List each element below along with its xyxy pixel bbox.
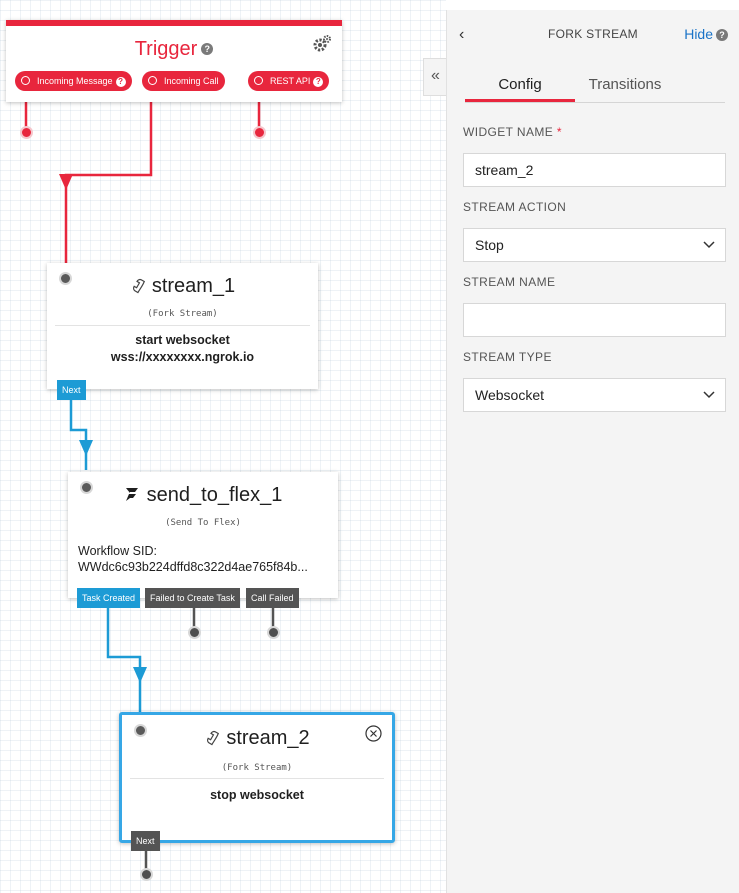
widget-name: send_to_flex_1 (146, 484, 283, 506)
help-icon[interactable]: ? (201, 43, 214, 55)
widget-name-label: WIDGET NAME * (463, 125, 562, 139)
help-icon[interactable]: ? (313, 77, 324, 87)
trigger-title-text: Trigger (134, 38, 198, 60)
chevron-down-icon (703, 241, 715, 249)
stream-type-select[interactable]: Websocket (463, 378, 726, 412)
required-mark: * (556, 125, 562, 139)
trigger-event-label: Incoming Call (164, 76, 219, 86)
wire-task-created[interactable] (106, 608, 142, 714)
collapse-panel-button[interactable]: « (423, 58, 447, 96)
selected-value: Websocket (475, 387, 544, 403)
panel-tabs: Config Transitions (465, 76, 725, 103)
widget-type: (Send To Flex) (165, 518, 241, 528)
trigger-event-label: Incoming Message (37, 76, 113, 86)
fork-stream-phone-icon (207, 730, 220, 746)
trigger-widget[interactable]: Trigger? Incoming Message? Incoming Call… (6, 20, 342, 102)
widget-body-line: stop websocket (210, 788, 304, 802)
divider (130, 778, 384, 779)
widget-name: stream_2 (226, 727, 310, 749)
transition-task-created[interactable]: Task Created (77, 588, 141, 608)
incoming-message-output-dot[interactable] (20, 126, 33, 139)
failed-to-create-task-output-dot[interactable] (188, 626, 201, 639)
stream-type-label: STREAM TYPE (463, 350, 552, 364)
widget-body-line: Workflow SID: (78, 544, 157, 558)
widget-title: stream_1 (47, 275, 318, 298)
widget-name: stream_1 (151, 275, 236, 297)
input-dot[interactable] (134, 724, 147, 737)
trigger-incoming-message[interactable]: Incoming Message? (15, 71, 132, 91)
rest-api-output-dot[interactable] (253, 126, 266, 139)
next-output-dot[interactable] (140, 868, 153, 881)
radio-ring-icon (148, 76, 157, 85)
transition-next[interactable]: Next (57, 380, 86, 400)
chevron-down-icon (703, 391, 715, 399)
widget-body-line: wss://xxxxxxxx.ngrok.io (110, 350, 255, 364)
wire-arrow-send-to-flex (79, 440, 93, 456)
settings-gear-icon[interactable] (312, 34, 332, 54)
widget-name-input[interactable]: stream_2 (463, 153, 726, 187)
help-icon[interactable]: ? (716, 29, 728, 41)
help-icon[interactable]: ? (115, 77, 126, 87)
transition-failed-to-create-task[interactable]: Failed to Create Task (145, 588, 240, 608)
wire-stream-1-next[interactable] (69, 400, 88, 470)
selected-value: Stop (475, 237, 504, 253)
fork-stream-phone-icon (132, 278, 145, 294)
stream-action-select[interactable]: Stop (463, 228, 726, 262)
input-dot[interactable] (59, 272, 72, 285)
widget-type: (Fork Stream) (147, 309, 218, 319)
panel-title: FORK STREAM (548, 27, 638, 41)
radio-ring-icon (254, 76, 263, 85)
transition-next[interactable]: Next (131, 831, 160, 851)
widget-stream-2[interactable]: stream_2 (Fork Stream) stop websocket (119, 712, 395, 843)
wire-incoming-call-to-stream-1[interactable] (64, 90, 153, 268)
hide-panel-link[interactable]: Hide? (684, 26, 728, 42)
widget-stream-1[interactable]: stream_1 (Fork Stream) start websocket w… (47, 263, 318, 389)
widget-body-line: WWdc6c93b224dffd8c322d4ae765f84b... (78, 560, 308, 574)
wire-arrow-stream-2 (133, 667, 147, 683)
widget-body-line: start websocket (135, 333, 230, 347)
input-dot[interactable] (80, 481, 93, 494)
stream-name-input[interactable] (463, 303, 726, 337)
radio-ring-icon (21, 76, 30, 85)
trigger-incoming-call[interactable]: Incoming Call (142, 71, 225, 91)
widget-title: send_to_flex_1 (68, 484, 338, 507)
field-label-text: WIDGET NAME (463, 125, 554, 139)
trigger-event-label: REST API (270, 76, 311, 86)
widget-send-to-flex-1[interactable]: send_to_flex_1 (Send To Flex) Workflow S… (68, 472, 338, 598)
wire-arrow-stream-1 (59, 174, 73, 190)
trigger-title: Trigger? (6, 38, 342, 61)
flow-canvas[interactable]: Trigger? Incoming Message? Incoming Call… (0, 0, 446, 893)
divider (55, 325, 310, 326)
tab-transitions[interactable]: Transitions (588, 76, 662, 93)
back-chevron-icon[interactable]: ‹ (459, 26, 465, 43)
tab-config[interactable]: Config (465, 76, 575, 102)
call-failed-output-dot[interactable] (267, 626, 280, 639)
config-panel: ‹ FORK STREAM Hide? Config Transitions W… (446, 10, 739, 893)
connection-wires (24, 90, 275, 870)
flex-logo-icon (125, 488, 138, 501)
stream-name-label: STREAM NAME (463, 275, 556, 289)
transition-call-failed[interactable]: Call Failed (246, 588, 299, 608)
hide-label[interactable]: Hide (684, 26, 713, 42)
stream-action-label: STREAM ACTION (463, 200, 567, 214)
trigger-rest-api[interactable]: REST API? (248, 71, 330, 91)
widget-title: stream_2 (122, 727, 392, 750)
close-icon[interactable] (365, 725, 382, 742)
widget-type: (Fork Stream) (221, 763, 293, 773)
double-chevron-left-icon: « (431, 67, 440, 84)
